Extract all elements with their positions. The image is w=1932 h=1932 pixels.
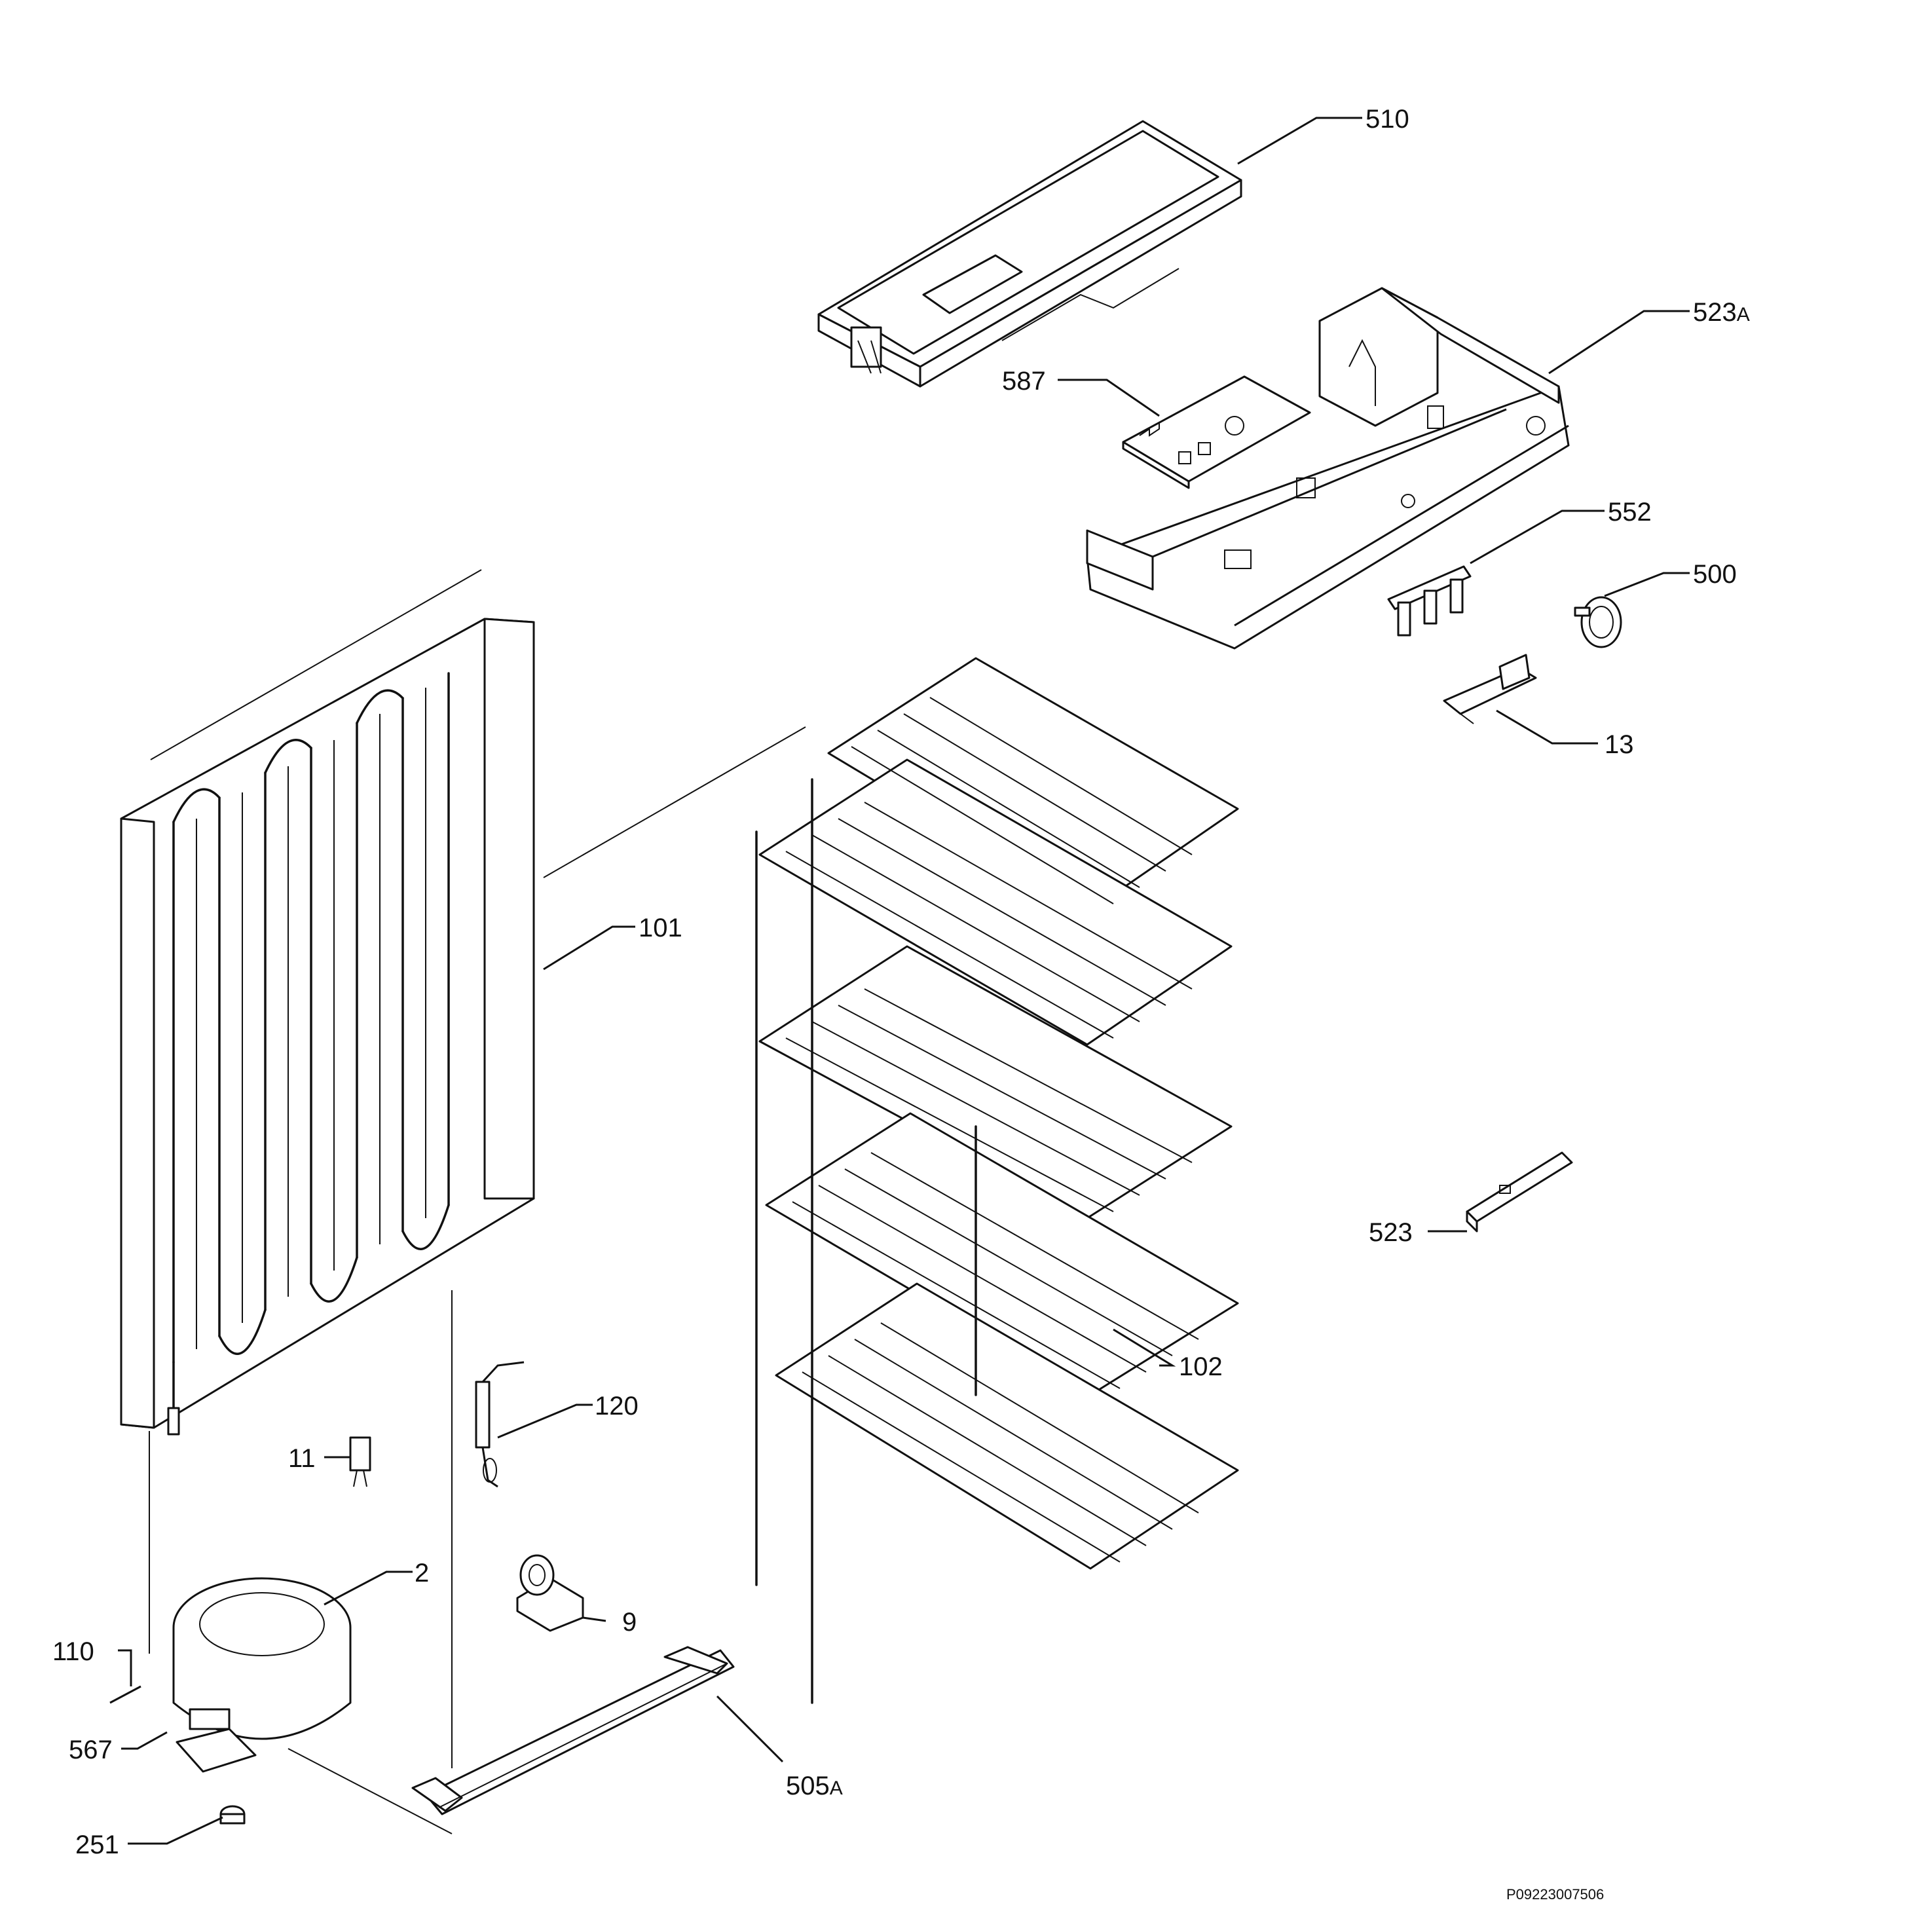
- callout-101: 101: [639, 914, 682, 942]
- part-120-temperature-sensor: [475, 1361, 525, 1488]
- callout-523: 523: [1369, 1218, 1413, 1247]
- callout-587: 587: [1002, 367, 1046, 396]
- part-500-thermostat-knob: [1574, 596, 1622, 648]
- callout-567: 567: [69, 1736, 113, 1764]
- part-552-connector: [1387, 565, 1472, 637]
- callout-120: 120: [595, 1392, 639, 1421]
- leader-lines: [118, 117, 1690, 1845]
- part-251-grommet: [219, 1805, 246, 1825]
- callout-505a: 505A: [786, 1772, 843, 1800]
- part-505a-bracket: [411, 1646, 735, 1815]
- callout-9: 9: [622, 1608, 637, 1637]
- part-102-evaporator-shelves: [755, 657, 1239, 1704]
- part-587-control-board: [1122, 375, 1311, 489]
- callout-labels: 510 523A 587 552 500 13 101 523 102 120 …: [52, 105, 1750, 1903]
- part-510-top-cover: [817, 120, 1242, 388]
- assembly-guide-lines: [149, 569, 806, 1834]
- callout-13: 13: [1605, 730, 1634, 759]
- callout-500: 500: [1693, 560, 1737, 589]
- part-101-condenser: [120, 618, 535, 1436]
- document-id: P09223007506: [1506, 1886, 1604, 1903]
- callout-102: 102: [1179, 1352, 1223, 1381]
- callout-251: 251: [75, 1830, 119, 1859]
- part-11-relay: [349, 1436, 371, 1487]
- part-110-pin: [109, 1685, 141, 1704]
- callout-11: 11: [288, 1444, 316, 1473]
- part-9-clamp: [516, 1554, 584, 1632]
- part-523-sensor-module: [1466, 1151, 1573, 1233]
- callout-510: 510: [1365, 105, 1409, 134]
- callout-523a: 523A: [1693, 298, 1750, 327]
- callout-2: 2: [415, 1559, 429, 1588]
- part-523a-control-housing: [1086, 287, 1570, 650]
- part-13-clip: [1443, 654, 1537, 724]
- callout-110: 110: [52, 1637, 94, 1666]
- callout-552: 552: [1608, 498, 1652, 527]
- part-2-compressor: [172, 1577, 352, 1773]
